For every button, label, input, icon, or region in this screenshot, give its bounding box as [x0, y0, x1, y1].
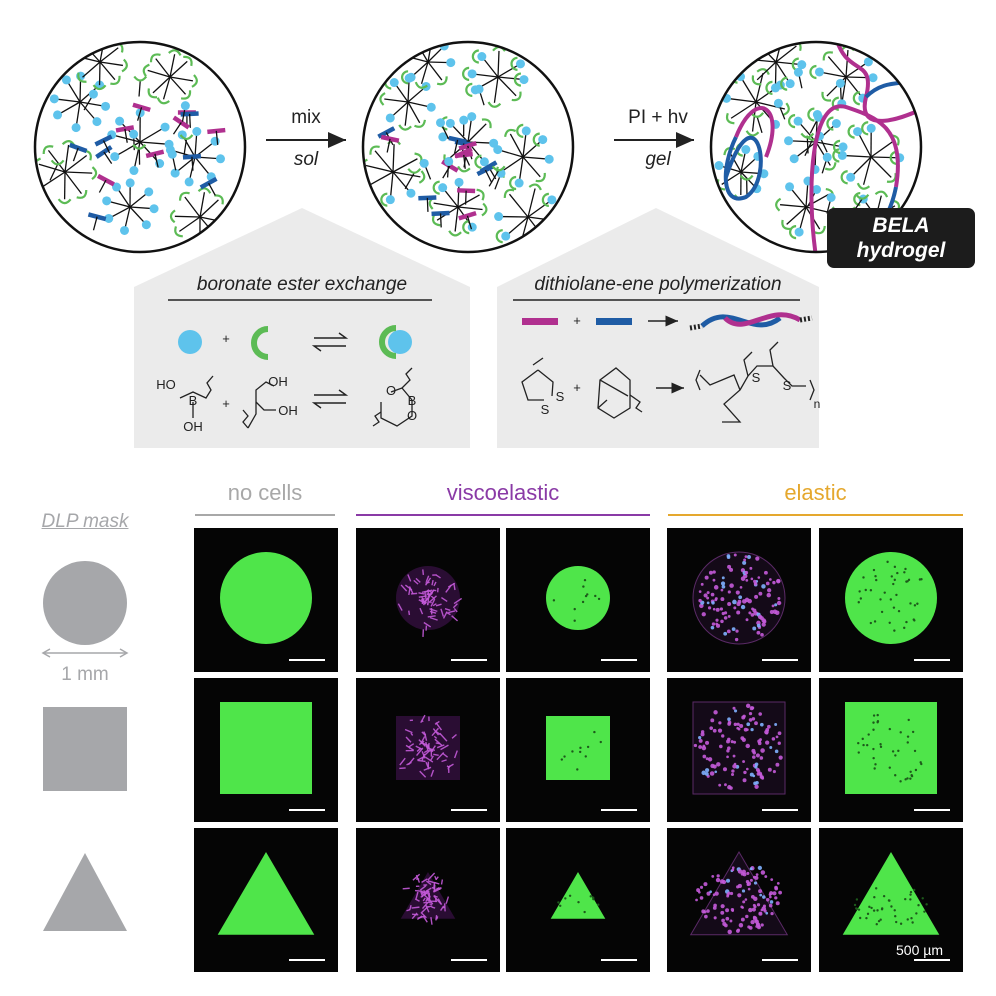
mask-square [43, 707, 127, 791]
ester-o-left: O [385, 383, 397, 398]
bela-hydrogel-badge: BELA hydrogel [827, 208, 975, 268]
micrograph-tile [667, 678, 811, 822]
micrograph-tile [667, 528, 811, 672]
micrograph-tile [506, 528, 650, 672]
scheme-svg [33, 40, 923, 254]
diol-oh-right: OH [278, 403, 298, 418]
scale-bar [914, 959, 950, 961]
col-header-viscoelastic: viscoelastic [446, 480, 560, 505]
scale-bar [289, 809, 325, 811]
boronic-ho-top: HO [156, 377, 176, 392]
mask-circle [43, 561, 127, 645]
gel-network-circle [714, 42, 921, 252]
mask-scale-label: 1 mm [61, 664, 109, 685]
badge-line1: BELA [872, 214, 930, 237]
micrograph-tile [194, 678, 338, 822]
ester-o-right: O [406, 408, 418, 423]
micrograph-tile [819, 678, 963, 822]
scale-bar [289, 959, 325, 961]
scale-bar [451, 809, 487, 811]
scale-bar [451, 959, 487, 961]
micrograph-tile [819, 528, 963, 672]
scale-bar [762, 659, 798, 661]
col-header-elastic: elastic [784, 480, 847, 505]
mechanism-boxes-svg [134, 208, 819, 448]
scale-bar [914, 659, 950, 661]
micrograph-tile [667, 828, 811, 972]
diol-oh-top: OH [268, 374, 288, 389]
boronate-title: boronate ester exchange [196, 274, 408, 295]
step2-top-label: PI + hv [628, 107, 688, 128]
scale-bar [451, 659, 487, 661]
scale-bar [601, 659, 637, 661]
dithiolane-s2: S [555, 389, 565, 404]
scale-bar [762, 959, 798, 961]
scale-bar [762, 809, 798, 811]
micrograph-tile [194, 828, 338, 972]
col-header-no-cells: no cells [227, 480, 303, 505]
plus-sign-4: + [573, 380, 581, 395]
boronic-oh-bottom: OH [183, 419, 203, 434]
dlp-mask-label: DLP mask [41, 511, 129, 532]
plus-sign-1: + [222, 331, 230, 346]
product-n: n [813, 397, 821, 411]
scale-bar [914, 809, 950, 811]
step1-top-label: mix [291, 107, 321, 128]
micrograph-tile [356, 678, 500, 822]
badge-line2: hydrogel [856, 239, 946, 262]
scale-bar [601, 809, 637, 811]
micrograph-tile [194, 528, 338, 672]
scale-bar-label: 500 µm [896, 942, 943, 958]
plus-sign-2: + [222, 396, 230, 411]
micrograph-tile [819, 828, 963, 972]
diol-icon [251, 326, 269, 360]
product-s2: S [782, 378, 792, 393]
precursor-network-circle [35, 42, 230, 248]
dithiolane-title: dithiolane-ene polymerization [534, 274, 782, 295]
mask-triangle [43, 853, 127, 931]
dithiolane-s1: S [540, 402, 550, 417]
step1-bottom-label: sol [293, 149, 319, 170]
product-s1: S [751, 370, 761, 385]
col-underline-no-cells [195, 514, 335, 516]
boronic-acid-icon [178, 330, 202, 354]
scale-bar [289, 659, 325, 661]
step2-bottom-label: gel [645, 149, 671, 170]
boronic-b: B [188, 393, 198, 408]
ester-b: B [407, 393, 417, 408]
boronate-ester-icon [379, 325, 397, 359]
mask-shapes-svg [41, 561, 129, 931]
plus-sign-3: + [573, 313, 581, 328]
col-underline-elastic [668, 514, 963, 516]
micrograph-tile [506, 828, 650, 972]
mixed-sol-network-circle [363, 42, 563, 250]
scale-bar [601, 959, 637, 961]
micrograph-tile [356, 528, 500, 672]
micrograph-tile [356, 828, 500, 972]
col-underline-viscoelastic [356, 514, 650, 516]
micrograph-tile [506, 678, 650, 822]
